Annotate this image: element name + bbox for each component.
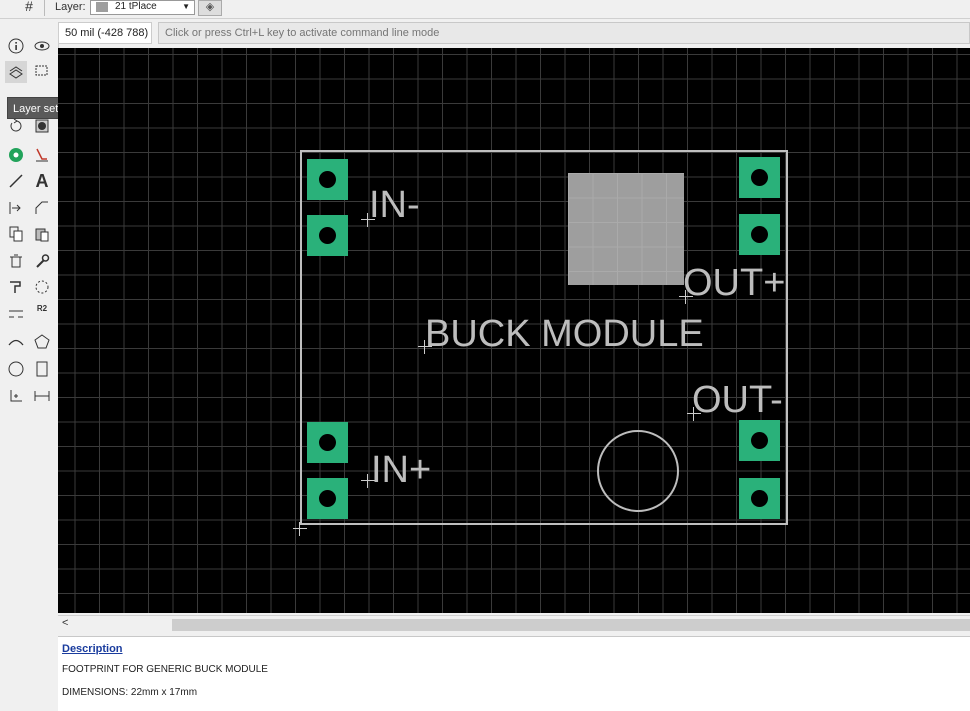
- ratsnest-icon[interactable]: [31, 276, 53, 298]
- polygon-icon[interactable]: [31, 331, 53, 353]
- fill-icon[interactable]: [31, 115, 53, 137]
- pad[interactable]: [739, 420, 780, 461]
- chevron-down-icon: ▼: [182, 2, 190, 11]
- delete-icon[interactable]: [5, 250, 27, 272]
- via-icon[interactable]: [5, 144, 27, 166]
- pad[interactable]: [739, 478, 780, 519]
- scroll-left-arrow[interactable]: <: [62, 617, 69, 629]
- description-panel: Description FOOTPRINT FOR GENERIC BUCK M…: [58, 636, 970, 711]
- label-in-minus: IN-: [369, 184, 420, 226]
- origin-cross: [687, 407, 701, 421]
- rect-icon[interactable]: [31, 358, 53, 380]
- label-in-plus: IN+: [371, 449, 432, 491]
- grid-icon[interactable]: #: [14, 0, 45, 16]
- description-line: FOOTPRINT FOR GENERIC BUCK MODULE: [62, 664, 268, 675]
- layer-select[interactable]: 21 tPlace ▼: [90, 0, 195, 15]
- component-body: [568, 173, 684, 285]
- rotate-icon[interactable]: [5, 115, 27, 137]
- coordinate-readout: 50 mil (-428 788): [58, 22, 152, 44]
- mounting-circle: [597, 430, 679, 512]
- info-icon[interactable]: [5, 35, 27, 57]
- arc-icon[interactable]: [5, 331, 27, 353]
- command-row: 50 mil (-428 788): [58, 22, 970, 44]
- pad[interactable]: [307, 478, 348, 519]
- board-outline: [300, 150, 788, 525]
- mark-icon[interactable]: [5, 385, 27, 407]
- description-title[interactable]: Description: [62, 643, 123, 655]
- text-icon[interactable]: A: [35, 171, 49, 191]
- dimension-icon[interactable]: [31, 385, 53, 407]
- route-icon[interactable]: [5, 197, 27, 219]
- layer-settings-icon[interactable]: [5, 61, 27, 83]
- polygon-edit-icon[interactable]: [31, 197, 53, 219]
- pad[interactable]: [307, 215, 348, 256]
- label-title: BUCK MODULE: [425, 313, 704, 355]
- origin-cross: [418, 340, 432, 354]
- layer-select-value: 21 tPlace: [115, 1, 157, 12]
- wire-icon[interactable]: [5, 170, 27, 192]
- pad[interactable]: [307, 422, 348, 463]
- scroll-thumb[interactable]: [172, 619, 970, 631]
- origin-cross: [361, 213, 375, 227]
- name-icon[interactable]: R2: [36, 304, 48, 313]
- eye-icon[interactable]: [31, 35, 53, 57]
- paste-icon[interactable]: [31, 223, 53, 245]
- layer-properties-icon[interactable]: ◈: [198, 0, 222, 16]
- pcb-canvas[interactable]: IN- IN+ OUT+ OUT- BUCK MODULE: [58, 48, 970, 613]
- top-toolbar: # Layer: 21 tPlace ▼ ◈: [0, 0, 970, 19]
- label-out-minus: OUT-: [692, 379, 783, 421]
- split-icon[interactable]: [5, 303, 27, 325]
- origin-cross: [679, 290, 693, 304]
- select-rect-icon[interactable]: [31, 61, 53, 83]
- pad[interactable]: [739, 157, 780, 198]
- command-line-input[interactable]: [158, 22, 970, 44]
- circle-icon[interactable]: [5, 358, 27, 380]
- left-toolbar: A R2: [0, 30, 59, 610]
- layer-label: Layer:: [55, 1, 86, 13]
- label-out-plus: OUT+: [683, 262, 786, 304]
- pad[interactable]: [739, 214, 780, 255]
- wrench-icon[interactable]: [31, 250, 53, 272]
- copy-icon[interactable]: [5, 223, 27, 245]
- horizontal-scrollbar[interactable]: <: [58, 615, 970, 634]
- layer-color-swatch: [96, 2, 108, 12]
- pad[interactable]: [307, 159, 348, 200]
- drc-icon[interactable]: [31, 144, 53, 166]
- paint-icon[interactable]: [5, 276, 27, 298]
- description-line: DIMENSIONS: 22mm x 17mm: [62, 687, 198, 698]
- origin-cross: [361, 474, 375, 488]
- origin-cross: [293, 522, 307, 536]
